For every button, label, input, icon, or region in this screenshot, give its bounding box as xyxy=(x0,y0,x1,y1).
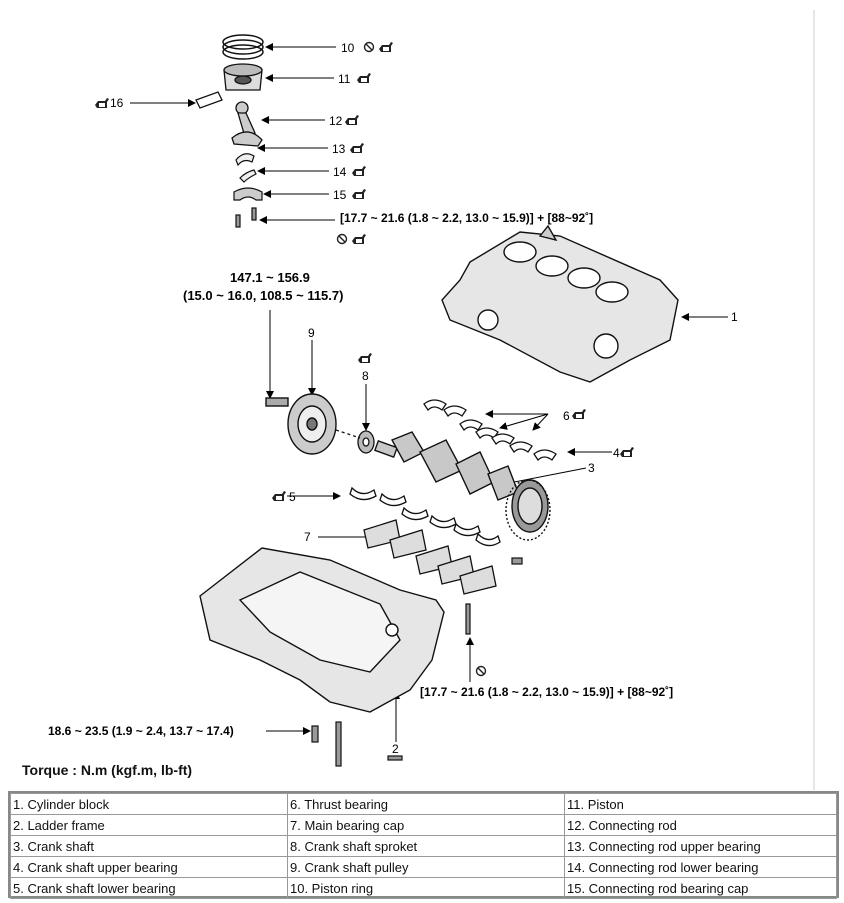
crank-pulley xyxy=(265,393,337,455)
cylinder-block xyxy=(441,224,679,383)
ladder-bolts xyxy=(311,721,403,767)
exploded-diagram: 10 11 16 12 13 14 15 [17.7 ~ 21.6 (1.8 ~… xyxy=(48,10,815,790)
oil-can-icon xyxy=(379,42,393,52)
legend-cell: 3. Crank shaft xyxy=(10,835,288,857)
flywheel xyxy=(505,479,551,541)
oil-can-icon xyxy=(95,98,109,108)
rod-cap-bolt-torque: [17.7 ~ 21.6 (1.8 ~ 2.2, 13.0 ~ 15.9)] +… xyxy=(340,211,594,225)
piston-ring xyxy=(222,34,264,60)
upper-bearings xyxy=(423,399,557,462)
oil-can-icon xyxy=(345,115,359,125)
callout-2: 2 xyxy=(392,742,399,756)
piston-pin xyxy=(195,91,223,109)
main-cap-bolt xyxy=(465,557,523,635)
do-not-reuse-icon xyxy=(475,665,487,677)
legend-cell: 10. Piston ring xyxy=(287,877,565,899)
crank-sprocket xyxy=(335,429,375,454)
connecting-rod xyxy=(231,101,263,147)
rod-bearing-cap xyxy=(233,187,263,201)
legend-cell: 14. Connecting rod lower bearing xyxy=(564,856,837,878)
callout-7: 7 xyxy=(304,530,311,544)
callout-16: 16 xyxy=(110,96,124,110)
oil-can-icon xyxy=(350,143,364,153)
legend-cell: 12. Connecting rod xyxy=(564,814,837,836)
oil-can-icon xyxy=(352,166,366,176)
callout-3: 3 xyxy=(588,461,595,475)
legend-cell: 1. Cylinder block xyxy=(10,793,288,815)
callout-9: 9 xyxy=(308,326,315,340)
callout-5: 5 xyxy=(289,490,296,504)
callout-15: 15 xyxy=(333,188,347,202)
callout-8: 8 xyxy=(362,369,369,383)
rod-cap-bolts xyxy=(235,207,257,228)
legend-cell: 9. Crank shaft pulley xyxy=(287,856,565,878)
callout-14: 14 xyxy=(333,165,347,179)
callout-1: 1 xyxy=(731,310,738,324)
oil-can-icon xyxy=(572,409,586,419)
main-cap-bolt-torque: [17.7 ~ 21.6 (1.8 ~ 2.2, 13.0 ~ 15.9)] +… xyxy=(420,685,674,699)
callout-6: 6 xyxy=(563,409,570,423)
legend-cell: 7. Main bearing cap xyxy=(287,814,565,836)
legend-cell: 15. Connecting rod bearing cap xyxy=(564,877,837,899)
oil-can-icon xyxy=(620,447,634,457)
oil-can-icon xyxy=(357,73,371,83)
legend-cell: 6. Thrust bearing xyxy=(287,793,565,815)
legend-cell: 5. Crank shaft lower bearing xyxy=(10,877,288,899)
pulley-torque-line1: 147.1 ~ 156.9 xyxy=(230,270,310,285)
ladder-bolt-torque: 18.6 ~ 23.5 (1.9 ~ 2.4, 13.7 ~ 17.4) xyxy=(48,724,234,738)
legend-cell: 8. Crank shaft sproket xyxy=(287,835,565,857)
pulley-torque-line2: (15.0 ~ 16.0, 108.5 ~ 115.7) xyxy=(183,288,344,303)
callout-11: 11 xyxy=(338,72,351,86)
piston xyxy=(223,63,263,91)
rod-upper-bearing xyxy=(235,153,255,167)
lower-bearings xyxy=(349,486,501,547)
legend-cell: 2. Ladder frame xyxy=(10,814,288,836)
rod-lower-bearing xyxy=(239,169,257,183)
torque-units-label: Torque : N.m (kgf.m, lb-ft) xyxy=(22,762,193,778)
callout-10: 10 xyxy=(341,41,355,55)
legend-cell: 11. Piston xyxy=(564,793,837,815)
oil-can-icon xyxy=(352,189,366,199)
do-not-reuse-icon xyxy=(363,41,375,53)
legend-cell: 13. Connecting rod upper bearing xyxy=(564,835,837,857)
callout-4: 4 xyxy=(613,446,620,460)
oil-can-icon xyxy=(352,234,366,244)
oil-can-icon xyxy=(272,491,286,501)
oil-can-icon xyxy=(358,353,372,363)
ladder-frame xyxy=(199,547,445,713)
diagram-drawing xyxy=(95,10,815,790)
main-bearing-caps xyxy=(363,519,497,595)
callout-12: 12 xyxy=(329,114,343,128)
crankshaft xyxy=(373,431,549,533)
do-not-reuse-icon xyxy=(336,233,348,245)
callout-13: 13 xyxy=(332,142,346,156)
legend-cell: 4. Crank shaft upper bearing xyxy=(10,856,288,878)
leader-lines xyxy=(130,43,728,742)
